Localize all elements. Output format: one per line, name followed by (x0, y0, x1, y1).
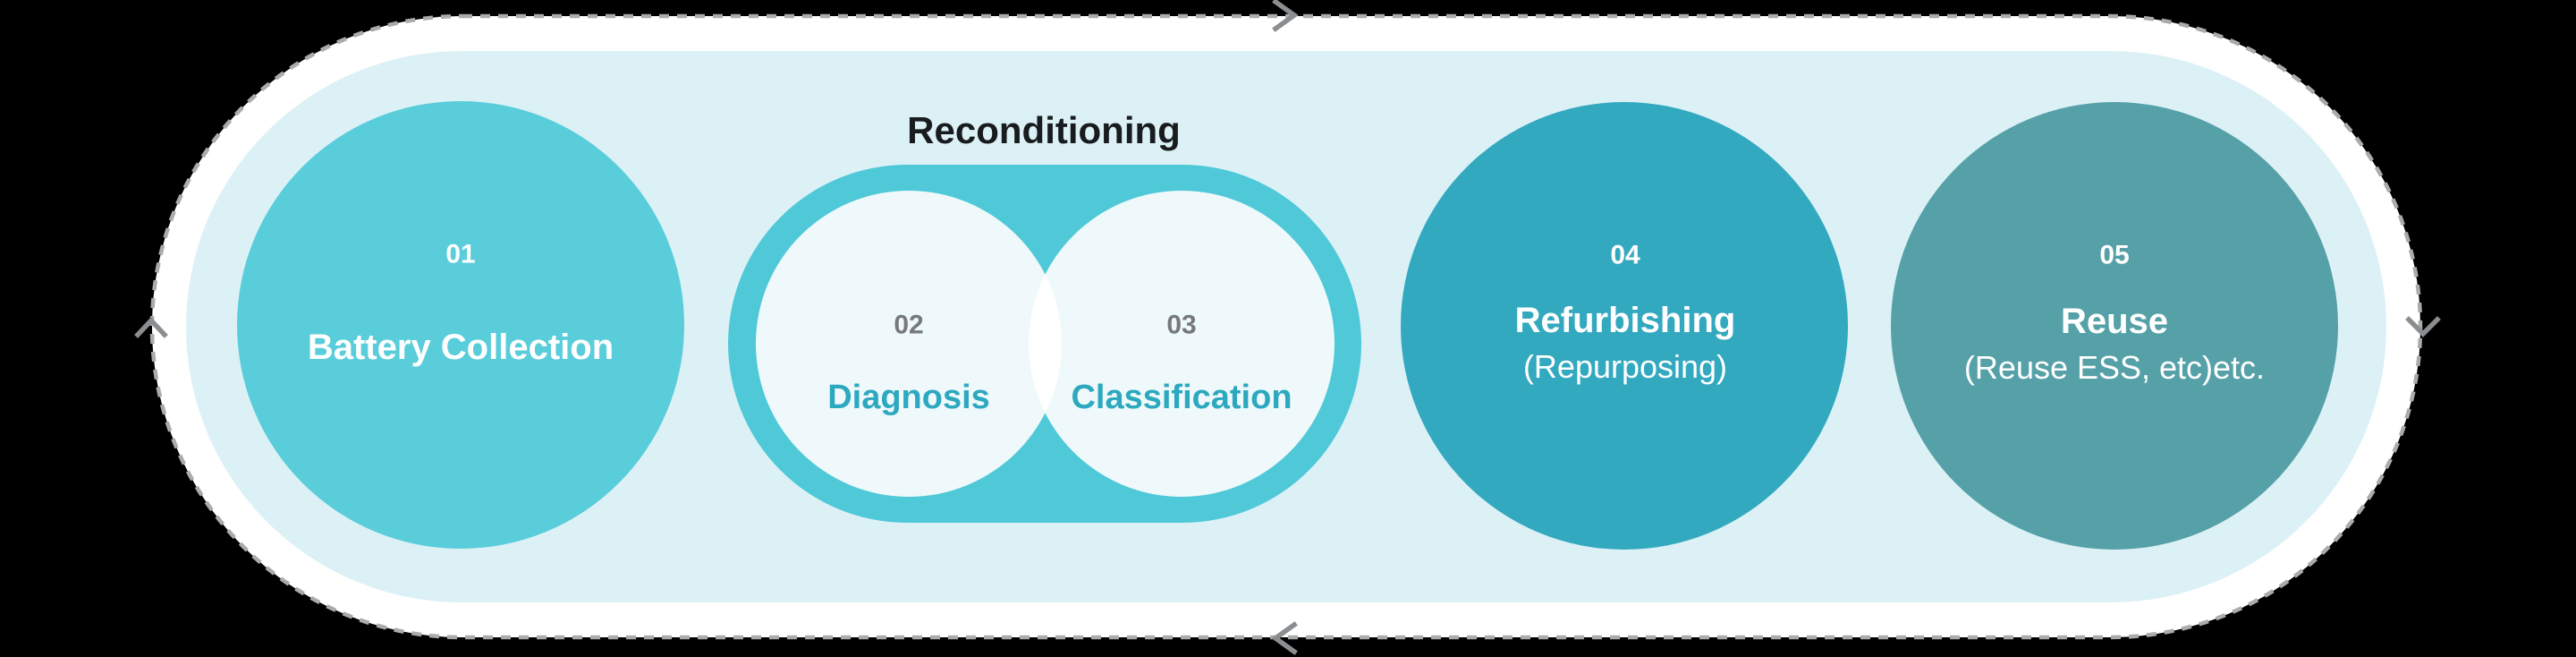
step-number: 01 (445, 239, 476, 269)
step-number: 05 (2099, 240, 2130, 270)
step-number: 02 (894, 310, 924, 340)
step-label: Battery Collection (307, 328, 614, 367)
cycle-arrow-bottom-chevron-left-icon (1271, 621, 1298, 655)
step-sublabel: (Repurposing) (1522, 348, 1728, 386)
step-label: Refurbishing (1514, 301, 1736, 340)
cycle-arrow-top-chevron-right-icon (1272, 0, 1299, 32)
cycle-arrow-left-chevron-up-icon (134, 316, 168, 338)
step-circle-battery-collection (237, 101, 684, 549)
reconditioning-section-title: Reconditioning (907, 108, 1181, 151)
step-circle-refurbishing (1401, 102, 1848, 550)
step-number: 03 (1166, 310, 1197, 340)
venn-circle-diagnosis (756, 191, 1062, 497)
step-label: Reuse (2060, 302, 2169, 341)
step-label: Diagnosis (827, 379, 990, 417)
step-number: 04 (1610, 240, 1640, 270)
step-circle-reuse (1891, 102, 2338, 550)
cycle-arrow-right-chevron-down-icon (2405, 316, 2441, 337)
reconditioning-group (728, 165, 1361, 523)
venn-circle-classification (1029, 191, 1335, 497)
step-label: Classification (1071, 379, 1292, 417)
step-sublabel: (Reuse ESS, etc)etc. (1963, 349, 2266, 387)
